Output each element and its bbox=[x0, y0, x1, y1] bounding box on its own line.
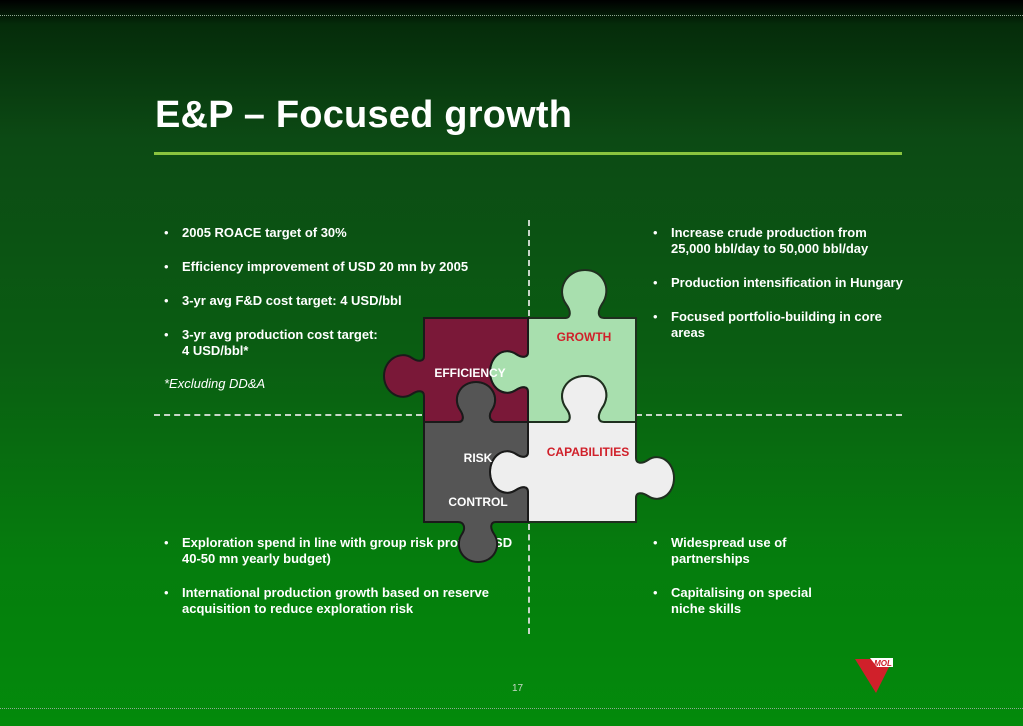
efficiency-bullets: 2005 ROACE target of 30% Efficiency impr… bbox=[164, 225, 504, 377]
bullet-item: International production growth based on… bbox=[164, 585, 514, 617]
risk-control-bullets: Exploration spend in line with group ris… bbox=[164, 535, 514, 635]
page-title: E&P – Focused growth bbox=[155, 94, 573, 136]
bullet-text: 3-yr avg F&D cost target: 4 USD/bbl bbox=[182, 293, 402, 308]
title-rule bbox=[154, 152, 902, 155]
bottom-dotted-line bbox=[0, 708, 1023, 709]
bullet-text: Widespread use of partnerships bbox=[671, 535, 787, 566]
bullet-item: Production intensification in Hungary bbox=[653, 275, 903, 291]
bullet-text: 2005 ROACE target of 30% bbox=[182, 225, 347, 240]
control-label: CONTROL bbox=[448, 495, 507, 509]
bullet-item: 3-yr avg production cost target: 4 USD/b… bbox=[164, 327, 504, 359]
mol-logo-icon: MOL bbox=[855, 658, 893, 693]
footnote: *Excluding DD&A bbox=[164, 376, 266, 391]
risk-label: RISK bbox=[464, 451, 493, 465]
capabilities-label: CAPABILITIES bbox=[547, 445, 629, 459]
bullet-item: 3-yr avg F&D cost target: 4 USD/bbl bbox=[164, 293, 504, 309]
bullet-text: Production intensification in Hungary bbox=[671, 275, 903, 290]
logo-text: MOL bbox=[874, 659, 892, 668]
bullet-text: 3-yr avg production cost target: 4 USD/b… bbox=[182, 327, 378, 358]
bullet-item: Increase crude production from 25,000 bb… bbox=[653, 225, 903, 257]
bullet-text: Exploration spend in line with group ris… bbox=[182, 535, 513, 566]
bullet-item: Widespread use of partnerships bbox=[653, 535, 893, 567]
horizontal-divider-right bbox=[636, 414, 902, 416]
growth-label: GROWTH bbox=[557, 330, 612, 344]
growth-bullets: Increase crude production from 25,000 bb… bbox=[653, 225, 903, 359]
bullet-text: Focused portfolio-building in core areas bbox=[671, 309, 882, 340]
capabilities-bullets: Widespread use of partnerships Capitalis… bbox=[653, 535, 893, 635]
top-dotted-line bbox=[0, 15, 1023, 16]
page-number: 17 bbox=[512, 683, 524, 694]
efficiency-label: EFFICIENCY bbox=[434, 366, 505, 380]
bullet-text: Capitalising on special niche skills bbox=[671, 585, 812, 616]
bullet-item: Capitalising on special niche skills bbox=[653, 585, 893, 617]
vertical-divider-bottom bbox=[528, 524, 530, 634]
bullet-text: Efficiency improvement of USD 20 mn by 2… bbox=[182, 259, 469, 274]
horizontal-divider-left bbox=[154, 414, 422, 416]
efficiency-piece bbox=[382, 317, 529, 423]
bullet-text: Increase crude production from 25,000 bb… bbox=[671, 225, 869, 256]
bullet-item: Focused portfolio-building in core areas bbox=[653, 309, 903, 341]
bullet-item: 2005 ROACE target of 30% bbox=[164, 225, 504, 241]
puzzle-diagram: EFFICIENCY GROWTH RISK CONTROL CAPABILIT… bbox=[382, 268, 676, 564]
bullet-item: Efficiency improvement of USD 20 mn by 2… bbox=[164, 259, 504, 275]
bullet-text: International production growth based on… bbox=[182, 585, 489, 616]
bullet-item: Exploration spend in line with group ris… bbox=[164, 535, 514, 567]
